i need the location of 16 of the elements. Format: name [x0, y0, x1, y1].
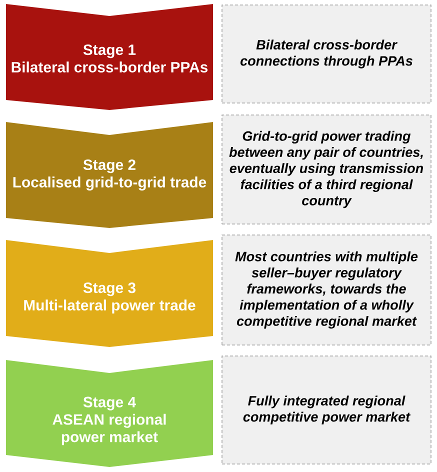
stage-title: Bilateral cross-border PPAs: [12, 62, 208, 72]
description-box: Grid-to-grid power trading between any pair of countries, eventually using transmission facilities of a third regional country: [222, 114, 432, 224]
stage-title: ASEAN regional power market: [52, 414, 166, 446]
description-box: Most countries with multiple seller–buyer regulatory frameworks, towards the implementation of a wholly competitive regional market: [222, 234, 432, 346]
stage-title: Multi-lateral power trade: [24, 300, 196, 314]
stage-banner: [6, 360, 213, 467]
stage-heading: Stage 4: [83, 396, 136, 410]
stage-heading: Stage 1: [83, 44, 136, 58]
stage-banner: [6, 240, 213, 347]
description-box: Bilateral cross-border connections through PPAs: [222, 4, 432, 104]
stage-heading: Stage 2: [83, 159, 136, 174]
stage-banner: [6, 4, 213, 110]
stage-title: Localised grid-to-grid trade: [13, 176, 206, 191]
stage-heading: Stage 3: [83, 282, 136, 296]
description-box: Fully integrated regional competitive power market: [222, 356, 432, 464]
stage-banner: [6, 122, 213, 228]
